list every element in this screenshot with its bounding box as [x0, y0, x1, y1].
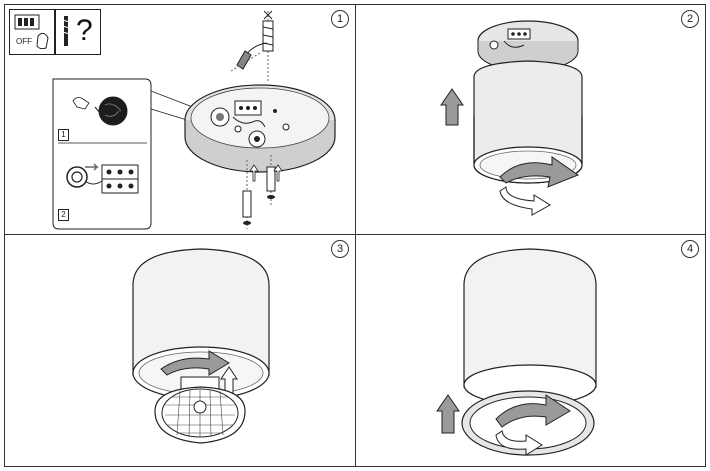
rotate-arrow-icon — [499, 156, 580, 188]
question-mark: ? — [76, 14, 93, 47]
rotate-back-arrow-icon — [495, 430, 543, 456]
step-4-panel: 4 — [355, 234, 706, 467]
rotate-arrow-icon — [495, 394, 571, 428]
terminal-block — [232, 100, 266, 128]
screw-and-dowel — [230, 10, 274, 83]
fixing-screws — [242, 155, 283, 229]
step-4-number: 4 — [681, 240, 699, 258]
screw-tool-icon — [61, 16, 71, 46]
lamp-housing-cylinder — [463, 248, 597, 406]
attach-housing-drawing — [440, 20, 583, 216]
attach-cover-ring-drawing — [436, 248, 597, 456]
step-2-panel: 2 — [355, 4, 706, 235]
lift-arrow-icon — [436, 394, 460, 434]
rotate-arrow-icon — [160, 350, 230, 376]
step-3-number: 3 — [331, 240, 349, 258]
circuit-breaker-icon — [14, 14, 49, 50]
rotate-back-arrow-icon — [499, 186, 551, 216]
step-1-number: 1 — [331, 10, 349, 28]
reflector-bulb — [154, 376, 246, 444]
mounting-plate — [184, 84, 336, 173]
push-up-arrow-icon — [220, 366, 238, 394]
step-1-panel: 1 OFF ? — [4, 4, 356, 235]
cable-gland-detail — [72, 96, 128, 126]
tools-required-warning: ? — [55, 9, 101, 55]
detail-step-2-label: 2 — [58, 209, 69, 221]
detail-step-1-label: 1 — [58, 129, 69, 141]
insert-bulb-drawing — [132, 248, 270, 444]
power-off-warning: OFF — [9, 9, 55, 55]
ceiling-mount-drawing — [52, 10, 336, 230]
terminal-block-detail — [66, 163, 139, 194]
detail-inset — [52, 78, 152, 230]
step-3-panel: 3 — [4, 234, 356, 467]
step-2-number: 2 — [681, 10, 699, 28]
lift-arrow-icon — [440, 88, 464, 126]
off-label: OFF — [16, 37, 32, 46]
